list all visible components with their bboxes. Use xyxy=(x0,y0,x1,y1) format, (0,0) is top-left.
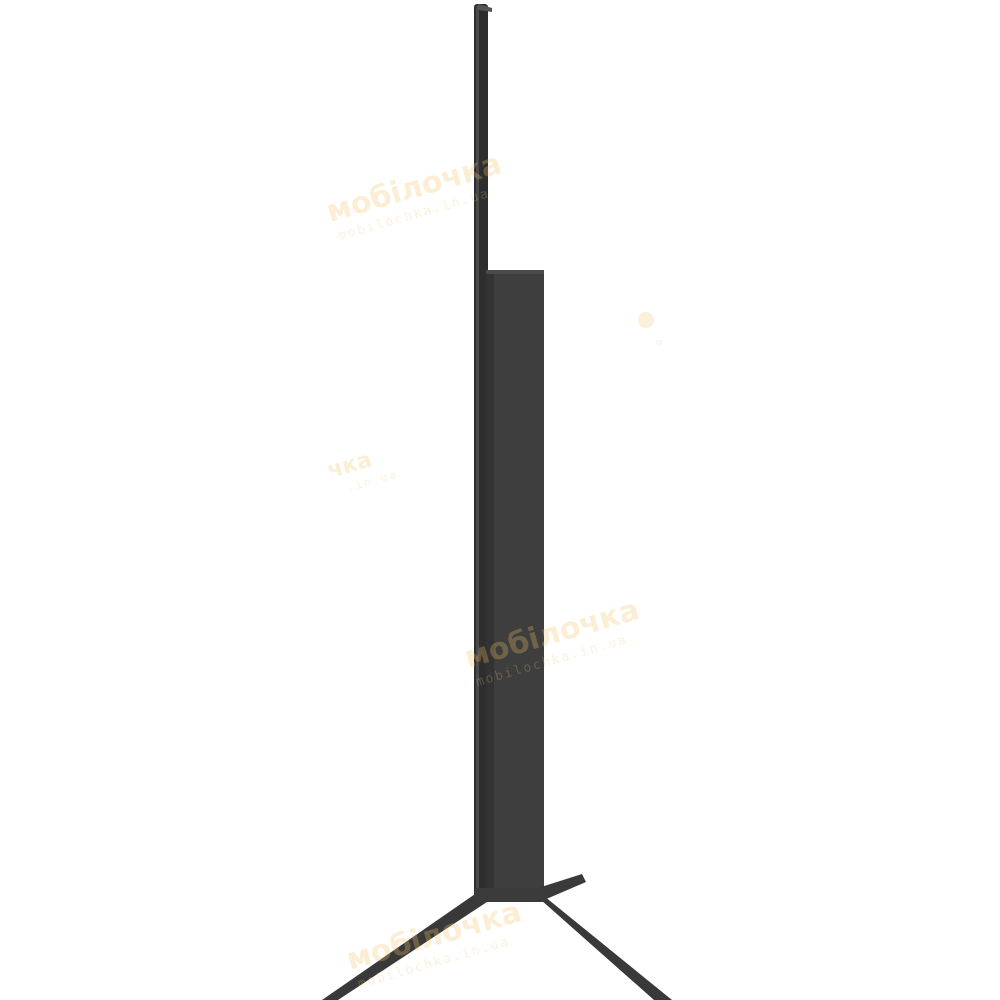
watermark-3: мобілочка mobilochka.in.ua xyxy=(343,894,526,992)
stand-back-arm xyxy=(538,874,586,900)
stand-left-leg xyxy=(322,892,490,1000)
watermark-fragment-left: чка .in.ua xyxy=(325,447,399,494)
tv-stand xyxy=(322,874,672,1000)
stand-right-leg xyxy=(532,892,672,1000)
tv-panel-top-bevel xyxy=(478,4,492,12)
tv-rear-housing-shade xyxy=(486,270,494,896)
watermark-fragment-right: m xyxy=(638,312,665,349)
stand-base-joint xyxy=(474,888,546,902)
tv-rear-housing-top xyxy=(486,270,544,274)
tv-rear-housing xyxy=(486,270,544,896)
svg-text:m: m xyxy=(656,336,665,349)
tv-panel-highlight xyxy=(476,6,479,896)
